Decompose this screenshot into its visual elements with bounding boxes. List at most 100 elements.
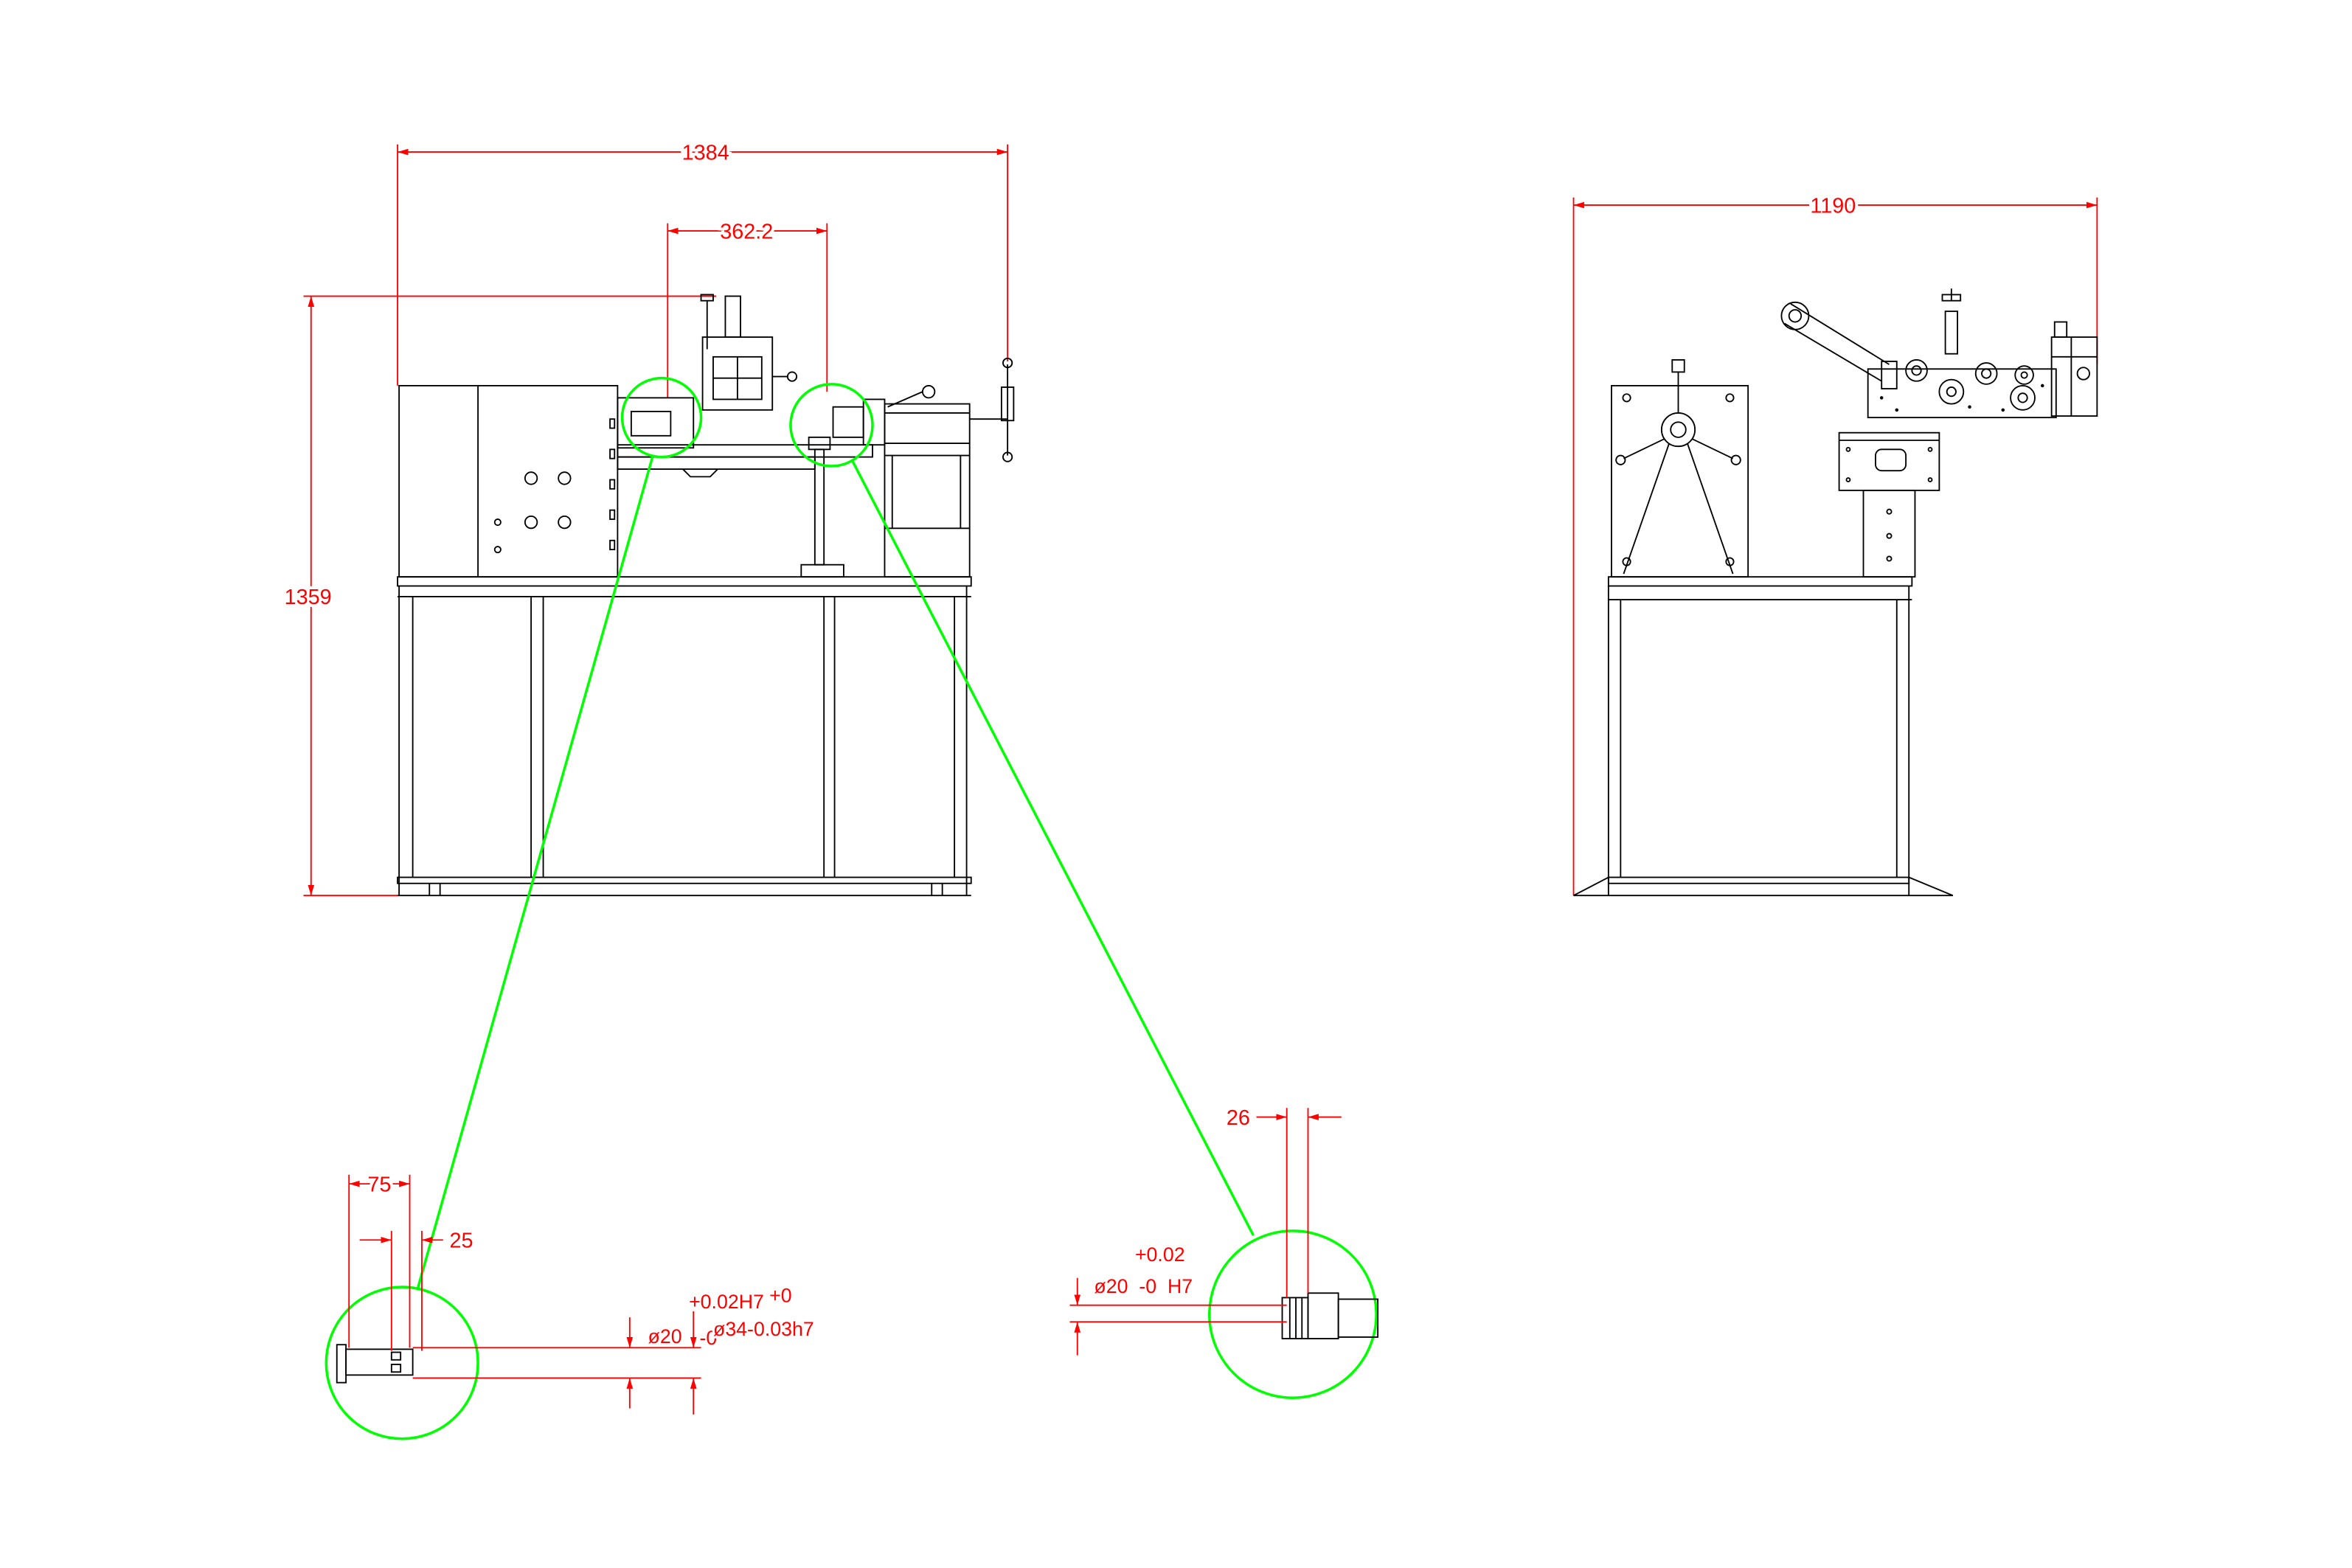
- side-handle-knob: [1002, 357, 1013, 369]
- callout-circle-a: [620, 376, 703, 459]
- bore-diameter-b: ø20 -0 H7: [1094, 1275, 1193, 1297]
- tailstock-nose: [832, 406, 864, 438]
- nose-collar: [1281, 1297, 1309, 1339]
- cabinet-body: [398, 385, 619, 578]
- swing-arm: [1790, 303, 1890, 365]
- detail-a: 75 25 +0.02H7 +0 ø20 -0 ø34-0.03h7: [336, 1170, 816, 1415]
- tolerance-plus0-a: +0: [769, 1285, 791, 1307]
- mount-slot: [1875, 448, 1907, 472]
- roller-hub: [2020, 371, 2028, 379]
- column-hole: [1886, 555, 1893, 562]
- roller-hub: [1981, 368, 1992, 379]
- support-post: [814, 448, 825, 566]
- plate-dot: [1879, 396, 1884, 400]
- straightening-unit: [1780, 288, 2098, 578]
- tolerance-upper-a: +0.02H7: [689, 1291, 764, 1313]
- table-frame-front: [397, 576, 972, 897]
- vent-slot: [609, 509, 616, 520]
- plate-dot: [2041, 384, 2044, 388]
- plate-dot: [1968, 405, 1971, 409]
- dimension-label-1359: 1359: [285, 586, 332, 609]
- control-knob: [524, 515, 538, 530]
- vent-slot: [609, 448, 616, 459]
- winding-head-assembly: [617, 294, 873, 578]
- adjust-post: [1944, 311, 1958, 355]
- dimension-label-362: 362.2: [720, 220, 773, 243]
- roller-hub: [2017, 392, 2028, 403]
- bolt: [1927, 477, 1933, 482]
- handwheel-hub: [1660, 412, 1696, 448]
- dimension-sub-width: 362.2: [667, 217, 828, 398]
- dimension-label-1190: 1190: [1810, 194, 1856, 218]
- mount-block: [1838, 431, 1940, 491]
- foot-brace-right: [1908, 876, 1954, 897]
- bottom-rail: [1607, 876, 1910, 884]
- guide-roller: [2014, 365, 2034, 385]
- dovetail: [682, 468, 718, 478]
- handwheel-spoke: [1623, 438, 1665, 459]
- handwheel-knob: [1730, 454, 1741, 465]
- guide-roller: [1974, 362, 1998, 385]
- mast-top-block: [724, 295, 741, 339]
- indicator-light: [493, 546, 502, 554]
- exit-guide-hole: [2076, 367, 2090, 381]
- callout-leader-b: [851, 460, 1255, 1236]
- dimension-label-26: 26: [1227, 1106, 1250, 1130]
- dimension-overall-width: 1384: [397, 138, 1009, 386]
- head-plate: [1867, 368, 2057, 419]
- side-view: 1190: [1572, 191, 2098, 897]
- column-hole: [1886, 508, 1893, 515]
- guide-roller: [1905, 359, 1928, 382]
- bolt: [1725, 393, 1735, 403]
- bore-diameter-a: ø20: [648, 1325, 682, 1347]
- arm-pivot: [1881, 361, 1898, 389]
- vent-slot: [609, 479, 616, 490]
- lever-knob: [921, 385, 936, 399]
- chuck-step: [390, 1364, 402, 1373]
- chuck-body: [345, 1348, 414, 1376]
- swing-arm: [1784, 322, 1882, 382]
- handwheel-spoke: [1691, 438, 1733, 459]
- chuck-flange: [336, 1344, 347, 1384]
- table-top: [1607, 576, 1913, 587]
- table-top: [397, 576, 972, 587]
- arm-roller-hub: [1788, 309, 1803, 323]
- shaft-diameter-a: ø34-0.03h7: [713, 1318, 814, 1340]
- nose-body: [1307, 1292, 1339, 1339]
- nose-shaft: [1337, 1298, 1379, 1338]
- detail-callouts: [325, 376, 1378, 1440]
- control-knob: [558, 515, 572, 530]
- exit-guide: [2050, 336, 2098, 417]
- support-collar: [808, 436, 831, 451]
- handwheel-knob: [1615, 454, 1626, 465]
- bolt: [1622, 393, 1631, 403]
- foot-brace-left: [1573, 876, 1609, 897]
- roller-hub: [1911, 365, 1922, 376]
- bed-rail: [617, 444, 873, 458]
- tolerance-upper-b: +0.02: [1135, 1243, 1185, 1266]
- side-handle-grip: [1000, 386, 1015, 422]
- callout-circle-b: [789, 383, 874, 468]
- detail-circle-b: [1208, 1229, 1378, 1399]
- tailstock-lever: [887, 391, 923, 408]
- tension-knob: [700, 294, 714, 302]
- table-frame-side: [1573, 576, 1954, 897]
- handwheel-knob: [1671, 359, 1685, 373]
- tailstock-housing: [884, 403, 971, 578]
- callout-leader-a: [416, 457, 654, 1291]
- a-frame: [1686, 443, 1734, 575]
- dimension-label-25: 25: [449, 1229, 473, 1253]
- bolt: [1845, 477, 1851, 482]
- bottom-rail: [397, 876, 972, 884]
- handwheel-center: [1670, 421, 1687, 438]
- mast-handle-knob: [786, 371, 798, 382]
- side-handle-knob: [1002, 451, 1013, 462]
- exit-guide-knob: [2053, 321, 2068, 339]
- payoff-plate: [1611, 359, 1749, 578]
- detail-circle-a: [325, 1286, 479, 1440]
- dimension-overall-height: 1359: [282, 295, 717, 897]
- roller-hub: [1946, 386, 1957, 398]
- chuck-step: [390, 1351, 402, 1361]
- dimension-side-width: 1190: [1572, 191, 2098, 896]
